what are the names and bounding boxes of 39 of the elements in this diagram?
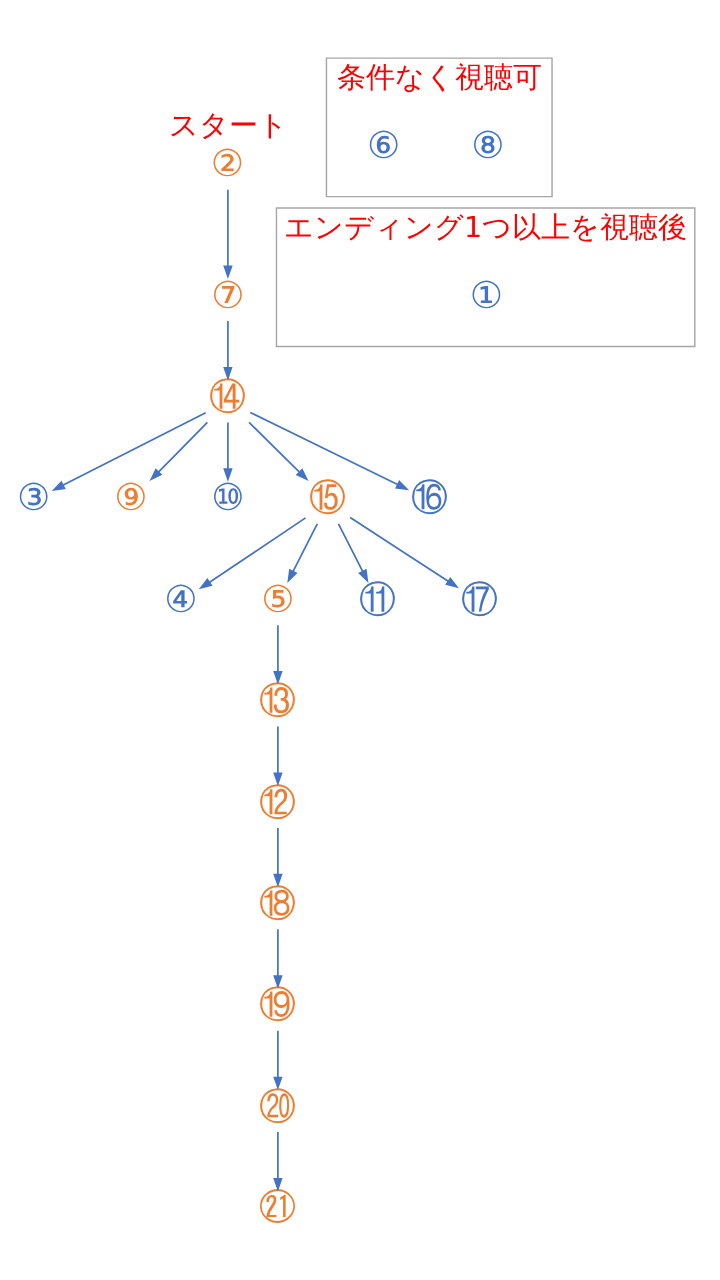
- arrow: [273, 725, 283, 786]
- node-text: ①: [469, 273, 504, 317]
- node-text: ④: [164, 577, 198, 621]
- arrow: [273, 624, 283, 685]
- arrow: [273, 827, 283, 888]
- node-text: ⑩: [211, 476, 245, 520]
- arrow: [287, 522, 319, 583]
- node-text: ⑫: [259, 780, 297, 824]
- node-label: スタート: [169, 107, 289, 142]
- arrow: [273, 1029, 283, 1091]
- node-text: ⑰: [460, 577, 498, 621]
- node-text: ②: [210, 141, 245, 185]
- arrow: [149, 421, 209, 482]
- node-text: ⑤: [261, 577, 295, 621]
- arrow: [337, 522, 369, 583]
- node-text: ㉑: [259, 1186, 297, 1230]
- node-text: ⑲: [259, 983, 297, 1027]
- node-text: ⑬: [259, 679, 297, 723]
- arrow: [51, 412, 207, 491]
- node-text: ⑭: [209, 375, 247, 419]
- arrow: [223, 320, 233, 381]
- node-text: ⑥: [366, 123, 401, 167]
- node-text: ③: [17, 476, 51, 520]
- arrow: [273, 928, 283, 989]
- arrow: [349, 516, 459, 589]
- node-text: ⑨: [114, 476, 148, 520]
- arrow: [248, 421, 309, 482]
- node-text: ⑱: [259, 882, 297, 926]
- node-text: ⑮: [309, 476, 347, 520]
- node-text: ⑪: [359, 577, 397, 621]
- arrow: [223, 188, 233, 279]
- arrow: [198, 517, 307, 590]
- node-text: ⑦: [211, 273, 245, 317]
- arrow: [273, 1131, 283, 1192]
- arrow: [249, 411, 410, 491]
- node-text: ⑯: [410, 476, 448, 520]
- arrow: [223, 421, 233, 482]
- node-text: ⑧: [471, 123, 505, 167]
- node-text: ⑳: [259, 1084, 297, 1128]
